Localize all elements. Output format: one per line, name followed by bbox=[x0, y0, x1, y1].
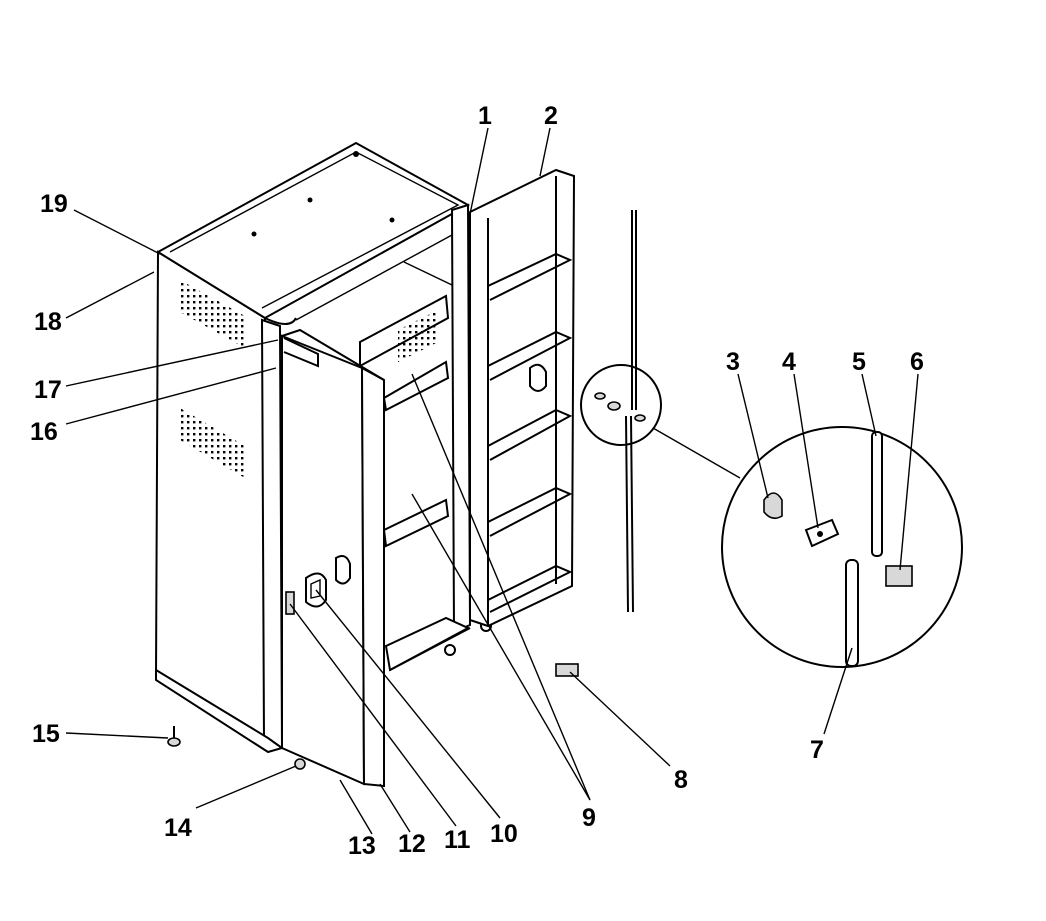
callout-18: 18 bbox=[34, 308, 62, 336]
callout-12: 12 bbox=[398, 830, 426, 858]
hinge-rod-assembly bbox=[580, 210, 963, 668]
callout-11: 11 bbox=[444, 826, 471, 854]
callout-5: 5 bbox=[852, 348, 866, 376]
callout-13: 13 bbox=[348, 832, 376, 860]
callout-14: 14 bbox=[164, 814, 192, 842]
large-detail-circle bbox=[721, 426, 963, 668]
callout-16: 16 bbox=[30, 418, 58, 446]
callout-19: 19 bbox=[40, 190, 68, 218]
leveling-foot bbox=[167, 737, 181, 747]
callout-9: 9 bbox=[582, 804, 596, 832]
door-handle bbox=[305, 572, 327, 608]
hinge-bar-lower bbox=[845, 559, 859, 667]
callout-15: 15 bbox=[32, 720, 60, 748]
small-detail-circle bbox=[580, 364, 662, 446]
caster bbox=[294, 758, 306, 770]
callout-2: 2 bbox=[544, 102, 558, 130]
callout-7: 7 bbox=[810, 736, 824, 764]
callout-4: 4 bbox=[782, 348, 796, 376]
leader-lines bbox=[65, 127, 919, 835]
cabinet-door bbox=[281, 328, 385, 788]
lower-vent-grid bbox=[180, 408, 245, 478]
shelf-panel-assembly bbox=[469, 168, 576, 628]
callout-17: 17 bbox=[34, 376, 62, 404]
cam-lock bbox=[763, 492, 783, 520]
cabinet-body bbox=[154, 141, 492, 754]
hinge-bar-upper bbox=[871, 431, 883, 557]
door-lock bbox=[285, 591, 295, 615]
interior-vent bbox=[398, 310, 438, 362]
callout-labels: 1 2 3 4 5 6 7 8 9 10 11 12 13 14 15 16 1… bbox=[30, 102, 924, 860]
callout-6: 6 bbox=[910, 348, 924, 376]
upper-vent-grid bbox=[180, 280, 245, 348]
callout-3: 3 bbox=[726, 348, 740, 376]
hinge-clip bbox=[885, 565, 913, 587]
callout-1: 1 bbox=[478, 102, 492, 130]
callout-10: 10 bbox=[490, 820, 518, 848]
loose-parts bbox=[167, 663, 579, 770]
latch-part bbox=[555, 663, 579, 677]
callout-8: 8 bbox=[674, 766, 688, 794]
